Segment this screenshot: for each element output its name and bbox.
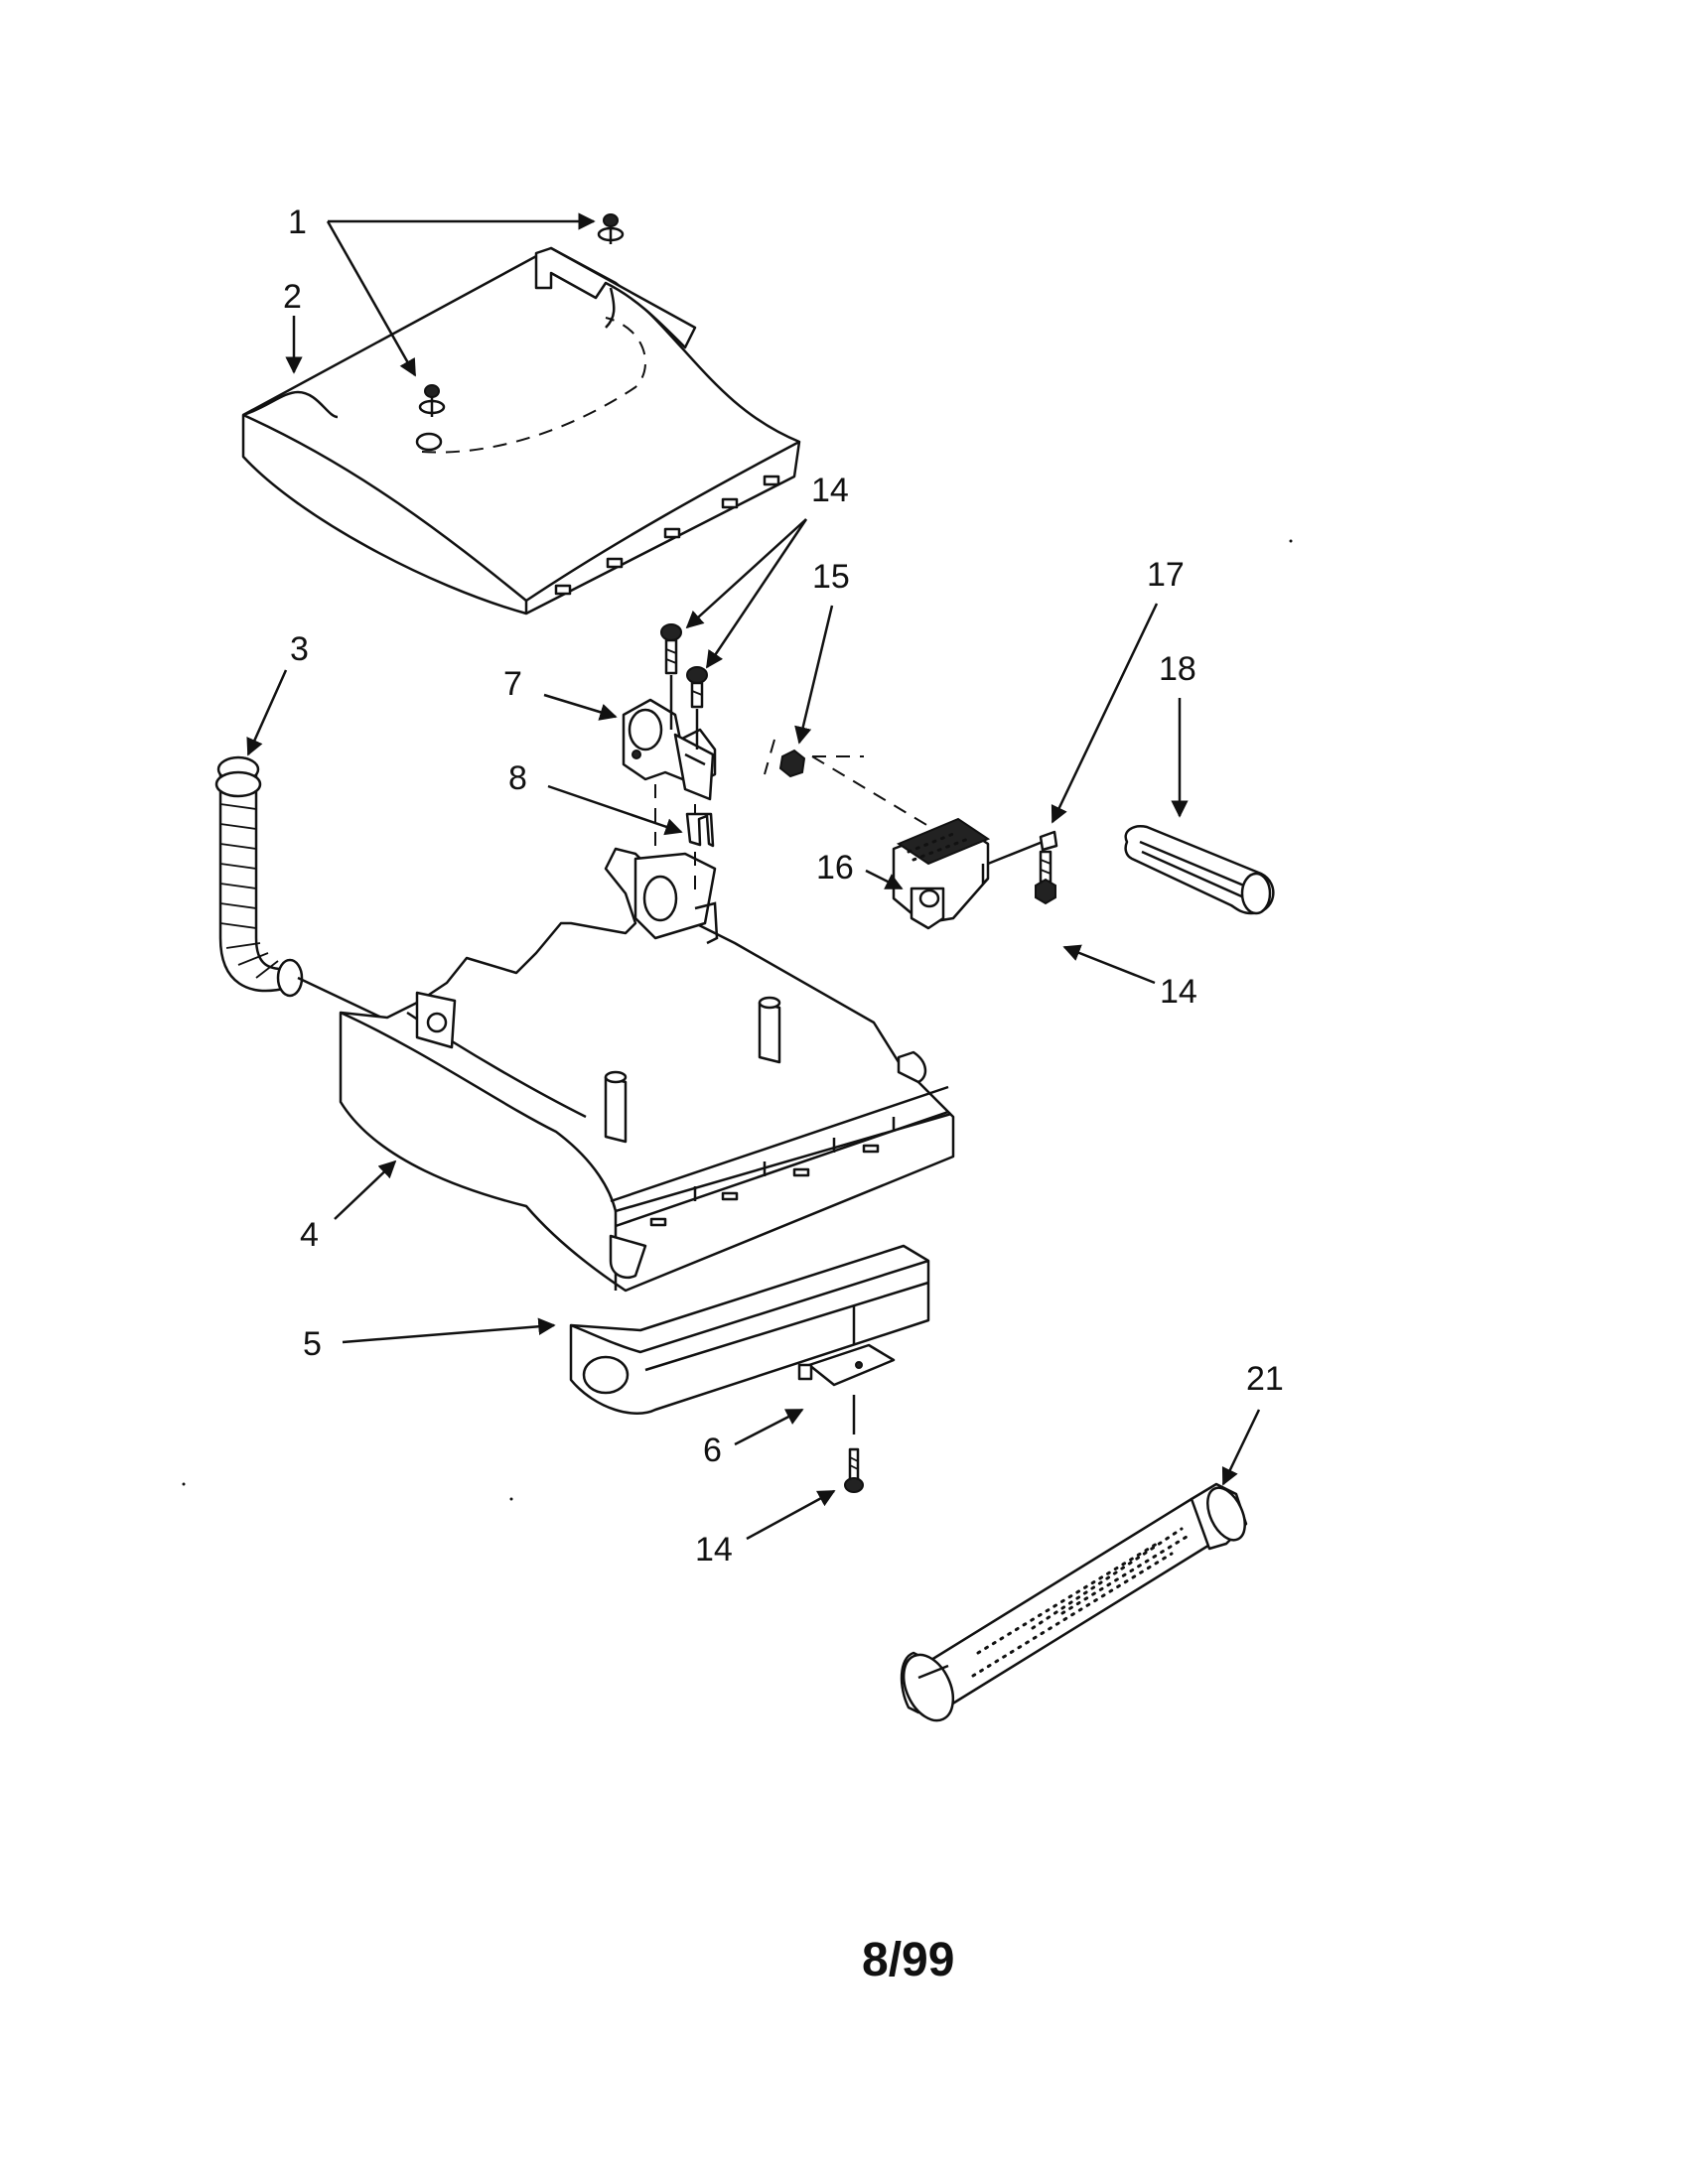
callout-1: 1 <box>288 204 307 241</box>
belt-part-18 <box>1124 825 1275 915</box>
bottom-plate-part-5 <box>569 1244 930 1415</box>
screw-part-14-right <box>1035 850 1056 905</box>
callout-6: 6 <box>703 1432 722 1469</box>
pin-part-17 <box>987 830 1058 866</box>
callout-18: 18 <box>1159 650 1196 688</box>
base-housing-part-4 <box>339 847 955 1293</box>
callout-labels: 1 2 3 7 8 14 15 16 17 18 14 4 5 6 14 21 <box>283 204 1284 1569</box>
screw-part-14-bottom <box>844 1447 864 1493</box>
u-clip-part-8 <box>685 812 715 848</box>
fastener-part-1-upper <box>597 213 625 244</box>
fastener-part-1-lower <box>415 384 446 452</box>
nut-part-15 <box>764 739 934 830</box>
callout-2: 2 <box>283 278 302 316</box>
date-code: 8/99 <box>862 1934 954 1986</box>
callout-4: 4 <box>300 1216 319 1254</box>
callout-14-right: 14 <box>1160 973 1197 1011</box>
callout-5: 5 <box>303 1325 322 1363</box>
callout-14-bottom: 14 <box>695 1531 733 1569</box>
callout-7: 7 <box>503 665 522 703</box>
callout-16: 16 <box>816 849 854 887</box>
pedal-part-16 <box>892 817 991 930</box>
hose-part-3 <box>214 755 393 1024</box>
screw-part-14-upper-a <box>660 623 682 730</box>
callout-15: 15 <box>812 558 850 596</box>
callout-3: 3 <box>290 630 309 668</box>
screw-part-14-upper-b <box>686 666 708 750</box>
callout-21: 21 <box>1246 1360 1284 1398</box>
leader-lines <box>246 212 1261 1541</box>
clip-plate-part-6 <box>797 1305 896 1434</box>
callout-17: 17 <box>1147 556 1185 594</box>
callout-8: 8 <box>508 759 527 797</box>
callout-14-upper: 14 <box>811 472 849 509</box>
bracket-part-7 <box>622 698 717 801</box>
hood-cover-part-2 <box>241 246 801 615</box>
brush-roll-part-21 <box>900 1482 1248 1722</box>
